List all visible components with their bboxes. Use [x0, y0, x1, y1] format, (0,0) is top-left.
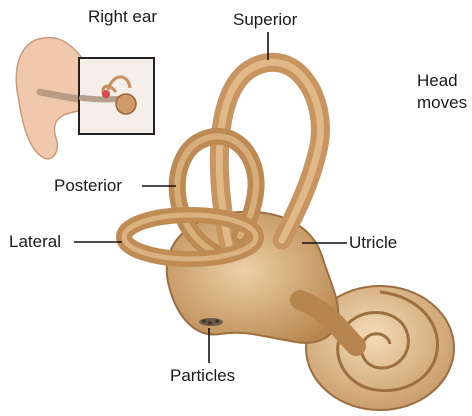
particles [199, 318, 223, 326]
head-moves-caption: Head moves [417, 70, 467, 114]
inset-cochlea [116, 94, 136, 114]
right-ear-inset [16, 38, 154, 159]
inset-highlight [102, 90, 110, 98]
caption-line-1: Head [417, 70, 467, 92]
particles-label: Particles [170, 366, 235, 386]
superior-label: Superior [233, 10, 297, 30]
right-ear-title: Right ear [88, 7, 157, 27]
utricle-label: Utricle [349, 233, 397, 253]
posterior-label: Posterior [54, 176, 122, 196]
caption-line-2: moves [417, 92, 467, 114]
lateral-label: Lateral [9, 232, 61, 252]
